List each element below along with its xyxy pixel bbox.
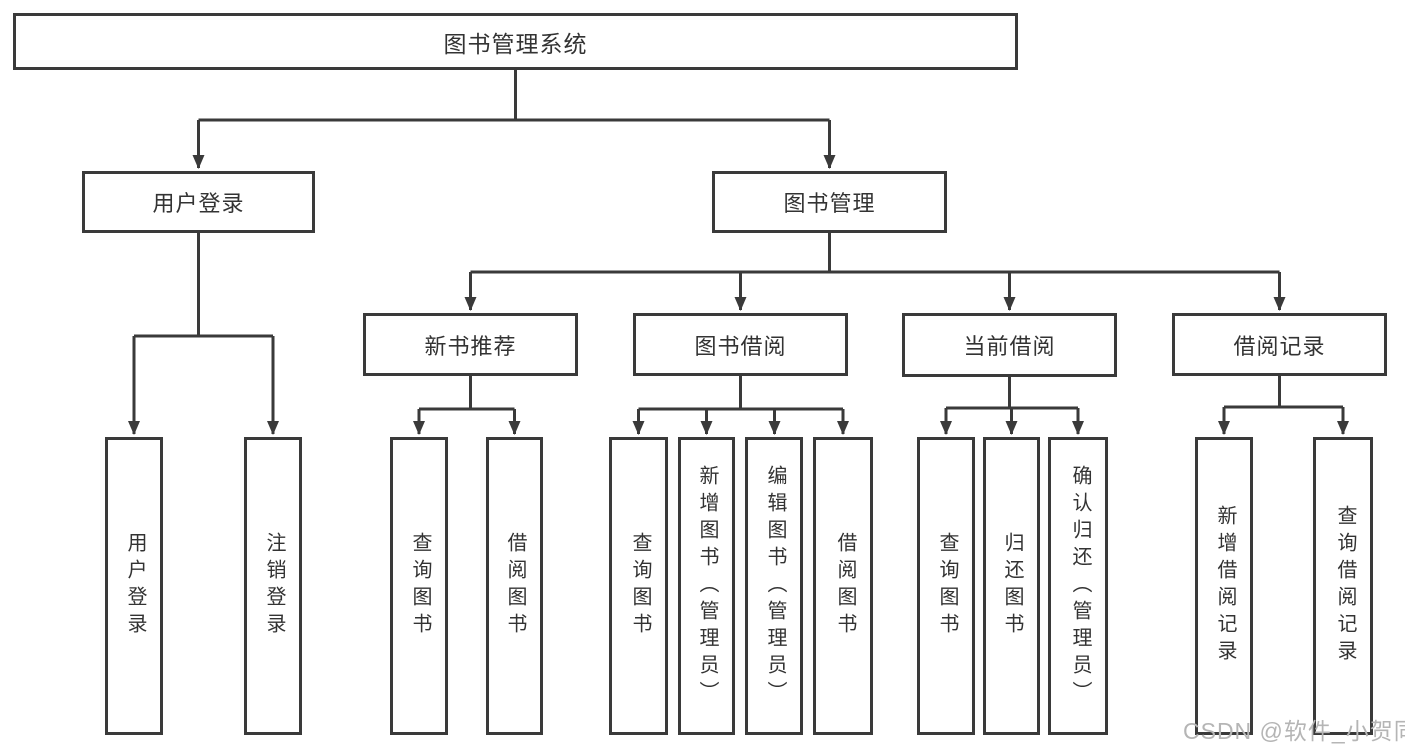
leaf-current-return: 归还图书 <box>983 437 1040 735</box>
node-book-mgmt: 图书管理 <box>712 171 947 233</box>
leaf-records-query: 查询借阅记录 <box>1313 437 1373 735</box>
leaf-current-query: 查询图书 <box>917 437 975 735</box>
node-book-borrow: 图书借阅 <box>633 313 848 376</box>
leaf-borrow-query: 查询图书 <box>609 437 668 735</box>
leaf-new-books-query: 查询图书 <box>390 437 448 735</box>
node-current-borrow: 当前借阅 <box>902 313 1117 377</box>
leaf-logout: 注销登录 <box>244 437 302 735</box>
node-new-books: 新书推荐 <box>363 313 578 376</box>
leaf-new-books-borrow: 借阅图书 <box>486 437 543 735</box>
leaf-borrow-edit-admin: 编辑图书（管理员） <box>745 437 803 735</box>
leaf-user-login: 用户登录 <box>105 437 163 735</box>
leaf-records-add: 新增借阅记录 <box>1195 437 1253 735</box>
node-root: 图书管理系统 <box>13 13 1018 70</box>
leaf-borrow-borrow: 借阅图书 <box>813 437 873 735</box>
node-user-login: 用户登录 <box>82 171 315 233</box>
leaf-borrow-add-admin: 新增图书（管理员） <box>678 437 735 735</box>
csdn-watermark: CSDN @软件_小贺同学 <box>1183 718 1405 744</box>
leaf-current-confirm-admin: 确认归还（管理员） <box>1048 437 1108 735</box>
node-borrow-records: 借阅记录 <box>1172 313 1387 376</box>
